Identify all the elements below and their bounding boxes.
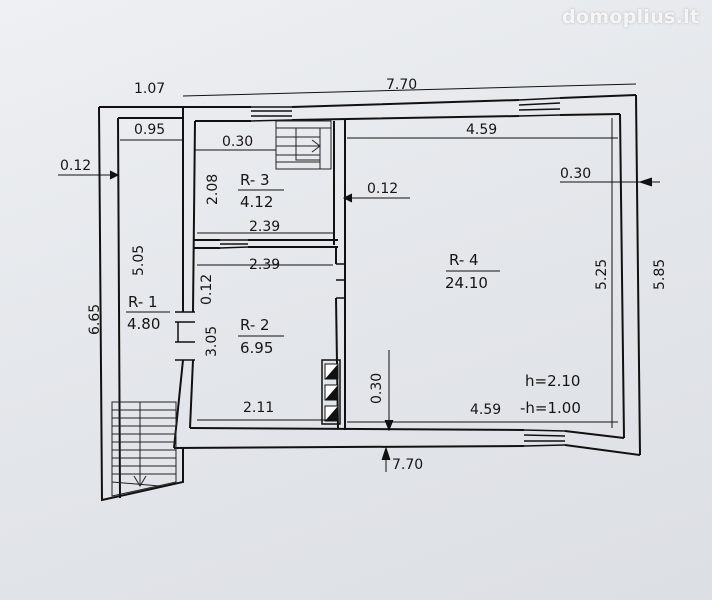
wall-r1-top <box>99 106 184 119</box>
wall-right-inner <box>619 113 625 439</box>
window-r4-top <box>518 97 561 117</box>
room-r2-area: 6.95 <box>240 339 273 357</box>
door-r3-r2 <box>219 239 249 249</box>
door-r2-r4 <box>336 263 345 299</box>
dim-r3-width: 2.39 <box>249 219 280 235</box>
dim-r2-top-width: 2.39 <box>249 257 280 273</box>
wall-r3-r4 <box>333 120 346 430</box>
stairs-r3 <box>275 120 332 170</box>
dimension-labels: 1.07 7.70 0.95 0.12 0.30 4.59 0.30 0.12 … <box>60 77 668 473</box>
ceiling-height: h=2.10 <box>525 372 580 390</box>
room-r1-label: R- 1 4.80 <box>126 293 170 333</box>
wall-left-rooms-inner <box>189 120 196 429</box>
dim-r3-top-offset: 0.30 <box>222 134 253 150</box>
wall-bottom-inner <box>189 427 625 439</box>
room-r3-label: R- 3 4.12 <box>238 171 284 211</box>
dim-r2-bottom-width: 2.11 <box>243 400 274 416</box>
dim-r1-length: 5.05 <box>131 245 147 276</box>
window-r3 <box>250 106 293 122</box>
dim-r1-inner-width: 0.95 <box>134 122 165 138</box>
site-watermark: domoplius.lt <box>562 6 700 28</box>
dim-r4-top-width: 4.59 <box>466 122 497 138</box>
wall-r2-r4 <box>335 247 339 429</box>
room-r1-area: 4.80 <box>127 315 160 333</box>
stairs-r1 <box>111 401 177 497</box>
ceiling-minus-height: -h=1.00 <box>520 399 581 417</box>
wall-top-outer <box>183 94 637 108</box>
room-r4-area: 24.10 <box>445 274 488 292</box>
room-r4-label: R- 4 24.10 <box>445 251 500 292</box>
dim-bottom-total-width: 7.70 <box>392 457 423 473</box>
wall-right-outer <box>635 94 641 456</box>
wall-top-inner <box>195 113 621 122</box>
dim-partition-r2-r3: 0.12 <box>199 274 215 305</box>
dim-left-wall: 0.12 <box>60 158 91 174</box>
dim-total-height: 6.65 <box>87 304 103 335</box>
dimension-lines <box>58 83 660 472</box>
wall-left-rooms-outer <box>173 118 184 449</box>
room-labels: R- 1 4.80 R- 2 6.95 R- 3 4.12 R- 4 24.10… <box>126 171 581 417</box>
door-r1-r2 <box>175 311 195 361</box>
room-r2-name: R- 2 <box>240 316 270 334</box>
room-r4-name: R- 4 <box>449 251 479 269</box>
dim-top-left-width: 1.07 <box>134 81 165 97</box>
window-r4-bottom <box>523 429 566 447</box>
wall-bottom-outer <box>173 444 641 456</box>
chimney-blocks <box>321 359 341 425</box>
dim-r3-height: 2.08 <box>205 174 221 205</box>
dim-r4-bottom-width: 4.59 <box>470 402 501 418</box>
dim-r4-bottom-offset: 0.30 <box>369 373 385 404</box>
wall-r3-r2 <box>193 239 338 249</box>
walls <box>98 94 641 502</box>
dim-r4-height: 5.25 <box>594 259 610 290</box>
room-r3-area: 4.12 <box>240 193 273 211</box>
room-r2-label: R- 2 6.95 <box>238 316 284 357</box>
dim-r2-height: 3.05 <box>204 326 220 357</box>
wall-r1-outer-left <box>98 106 184 502</box>
room-r1-name: R- 1 <box>128 293 158 311</box>
dim-outer-right-height: 5.85 <box>652 259 668 290</box>
dim-partition-r3-r4: 0.12 <box>367 181 398 197</box>
dim-top-total-width: 7.70 <box>386 77 417 93</box>
wall-r1-inner-left <box>117 117 121 499</box>
dim-r4-right-offset: 0.30 <box>560 166 591 182</box>
room-r3-name: R- 3 <box>240 171 270 189</box>
